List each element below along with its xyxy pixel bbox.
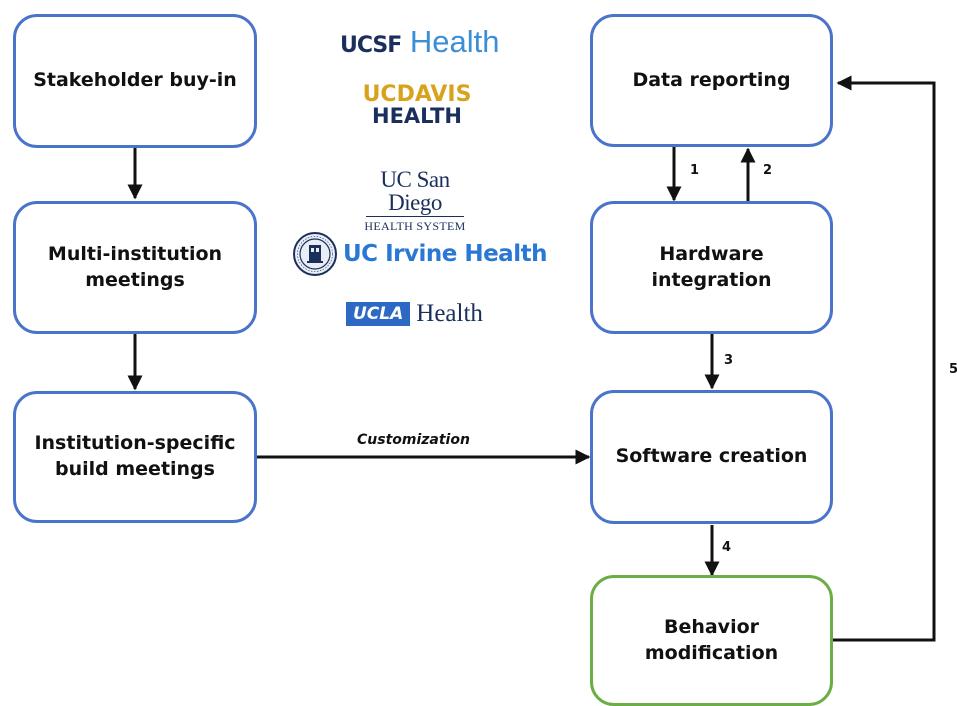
uci-wordmark: UC Irvine Health bbox=[343, 241, 547, 267]
ucla-health-logo: UCLA Health bbox=[346, 300, 483, 328]
edge-label-5: 5 bbox=[949, 362, 957, 377]
node-hardware-integration: Hardware integration bbox=[590, 201, 833, 334]
arrow-5-feedback bbox=[833, 75, 936, 642]
node-behavior-modification: Behavior modification bbox=[590, 575, 833, 706]
node-stakeholder-label: Stakeholder buy-in bbox=[33, 69, 237, 92]
edge-label-1: 1 bbox=[690, 163, 700, 178]
ucsf-wordmark: Health bbox=[409, 24, 500, 59]
ucsd-rule bbox=[366, 216, 464, 217]
node-institution-specific-build: Institution-specific build meetings bbox=[13, 391, 257, 523]
ucla-box: UCLA bbox=[346, 302, 411, 326]
node-data-reporting-label: Data reporting bbox=[632, 68, 791, 91]
uci-seal-icon bbox=[293, 232, 337, 276]
node-software-label: Software creation bbox=[615, 445, 808, 468]
ucsf-health-logo: UCSF Health bbox=[340, 24, 500, 60]
node-hardware-label: Hardware integration bbox=[651, 242, 772, 291]
ucsd-line1: UC San Diego bbox=[380, 167, 450, 215]
ucdavis-line2: HEALTH bbox=[372, 104, 462, 128]
node-multi-institution-meetings: Multi-institution meetings bbox=[13, 201, 257, 334]
node-stakeholder-buy-in: Stakeholder buy-in bbox=[13, 14, 257, 148]
edge-label-4: 4 bbox=[722, 540, 732, 555]
ucdavis-health-logo: UCDAVIS HEALTH bbox=[352, 84, 482, 127]
node-data-reporting: Data reporting bbox=[590, 14, 833, 147]
edge-label-customization: Customization bbox=[357, 432, 470, 448]
node-multi-institution-label: Multi-institution meetings bbox=[47, 242, 223, 291]
node-institution-specific-label: Institution-specific build meetings bbox=[34, 432, 236, 480]
edge-label-2: 2 bbox=[763, 163, 773, 178]
node-behavior-label: Behavior modification bbox=[644, 615, 779, 664]
ucla-wordmark: Health bbox=[416, 300, 483, 327]
uc-irvine-health-logo: UC Irvine Health bbox=[293, 232, 547, 276]
ucsd-line2: HEALTH SYSTEM bbox=[364, 219, 466, 233]
ucdavis-line1: UCDAVIS bbox=[362, 82, 472, 107]
ucsd-health-system-logo: UC San Diego HEALTH SYSTEM bbox=[352, 168, 478, 232]
ucsf-mark: UCSF bbox=[340, 33, 402, 58]
node-software-creation: Software creation bbox=[590, 390, 833, 524]
edge-label-3: 3 bbox=[724, 353, 734, 368]
